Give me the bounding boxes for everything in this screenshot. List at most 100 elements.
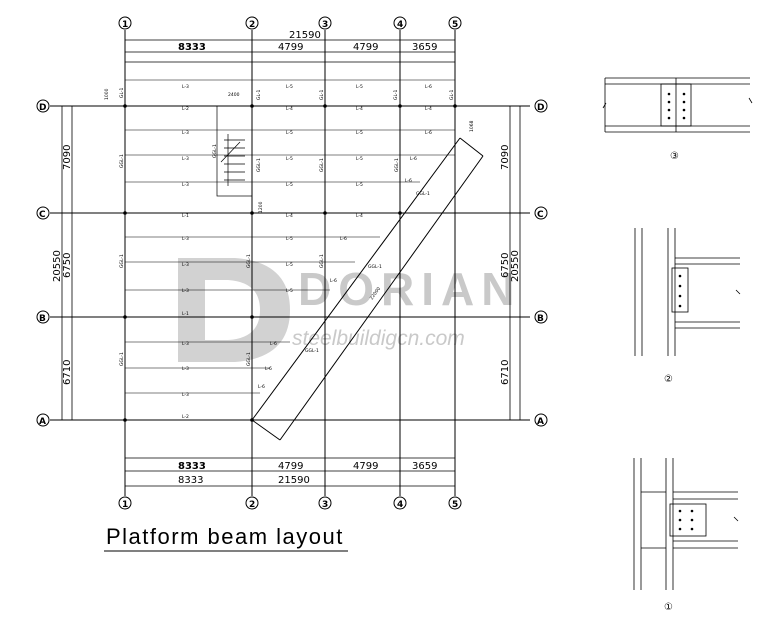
detail-3-beam-splice (602, 77, 753, 133)
beam-label: GGL-1 (119, 154, 125, 168)
axis-label-2-top: 2 (249, 20, 255, 30)
corner-dim: 1068 (469, 120, 475, 132)
beam-label: L-6 (270, 341, 277, 347)
beam-label: L-5 (356, 156, 363, 162)
beam-label: L-3 (182, 84, 189, 90)
axis-bubbles (36, 16, 548, 510)
detail-2-bolts (678, 274, 682, 308)
beam-label: L-6 (425, 130, 432, 136)
beam-label: L-2 (182, 106, 189, 112)
beam-label: L-6 (425, 84, 432, 90)
beam-label: GGL-1 (305, 348, 319, 354)
beam-label: GGL-1 (416, 191, 430, 197)
beam-label: GL-1 (256, 89, 262, 100)
drawing-title: Platform beam layout (106, 524, 344, 549)
axis-label-d-right: D (537, 103, 544, 113)
beam-label: L-4 (356, 213, 363, 219)
axis-label-3-top: 3 (322, 20, 328, 30)
beam-label: GL-1 (393, 89, 399, 100)
watermark-brand: DORIAN (298, 263, 521, 315)
beam-label: GL-1 (449, 89, 455, 100)
beam-label: L-3 (182, 366, 189, 372)
beam-label: GGL-1 (246, 352, 252, 366)
axis-label-b-left: B (39, 314, 46, 324)
top-left-dim: 1000 (104, 88, 110, 100)
right-dim-2: 6750 (500, 253, 511, 278)
beam-label: L-6 (265, 366, 272, 372)
axis-label-1-top: 1 (122, 20, 128, 30)
side-dimension-lines (61, 106, 521, 420)
bottom-dim-3: 4799 (353, 461, 378, 472)
beam-label: GGL-1 (319, 254, 325, 268)
beam-label: GGL-1 (212, 144, 218, 158)
beam-label: L-3 (182, 130, 189, 136)
bottom-dim-2: 4799 (278, 461, 303, 472)
horizontal-grid-lines (50, 105, 530, 421)
beam-label: L-1 (182, 213, 189, 219)
axis-label-4-bottom: 4 (397, 500, 403, 510)
stair-width-dim: 2400 (228, 92, 240, 98)
beam-label: L-6 (330, 278, 337, 284)
left-total-dim: 20550 (52, 250, 63, 282)
beam-label: GGL-1 (368, 264, 382, 270)
beam-label: L-5 (286, 236, 293, 242)
beam-label: GL-1 (119, 87, 125, 98)
beam-label: L-4 (286, 106, 293, 112)
beam-label: GGL-1 (394, 158, 400, 172)
secondary-beams (125, 79, 455, 394)
bottom-dim-1: 8333 (178, 461, 206, 472)
top-dim-4: 3659 (412, 42, 437, 53)
beam-label: L-2 (182, 414, 189, 420)
column-nodes (123, 104, 457, 422)
axis-label-d-left: D (39, 103, 46, 113)
left-dim-2: 6750 (62, 253, 73, 278)
detail-2-beam-column (634, 228, 741, 356)
beam-label: L-3 (182, 341, 189, 347)
axis-label-5-top: 5 (452, 20, 458, 30)
axis-label-b-right: B (537, 314, 544, 324)
beam-label: L-5 (286, 84, 293, 90)
detail-1-bolts (678, 509, 694, 531)
watermark-site: steelbuildigcn.com (292, 327, 465, 350)
beam-label: L-5 (356, 84, 363, 90)
beam-label: L-3 (182, 236, 189, 242)
bottom-dim-5: 8333 (178, 475, 203, 486)
beam-label: L-3 (182, 392, 189, 398)
beam-label: L-5 (286, 130, 293, 136)
axis-label-a-right: A (537, 417, 544, 427)
axis-label-1-bottom: 1 (122, 500, 128, 510)
beam-label: L-5 (286, 288, 293, 294)
detail-3-bolts (667, 92, 686, 120)
beam-label: GL-1 (319, 89, 325, 100)
detail-1-rigid-connection (633, 458, 739, 590)
axis-label-2-bottom: 2 (249, 500, 255, 510)
detail-3-label: ③ (670, 151, 679, 162)
beam-label: L-4 (356, 106, 363, 112)
beam-label: L-5 (286, 182, 293, 188)
top-dim-1: 8333 (178, 42, 206, 53)
bottom-dim-4: 3659 (412, 461, 437, 472)
beam-label: L-3 (182, 262, 189, 268)
right-dim-3: 6710 (500, 360, 511, 385)
beam-label: L-4 (286, 213, 293, 219)
watermark-logo (178, 258, 290, 362)
stair-opening (216, 105, 253, 197)
beam-label: GGL-1 (119, 352, 125, 366)
beam-label: L-5 (286, 262, 293, 268)
detail-1-label: ① (664, 602, 673, 613)
beam-label: L-6 (405, 178, 412, 184)
beam-label: L-5 (356, 182, 363, 188)
stair-landing-dim: 1200 (258, 201, 264, 213)
watermark: DORIAN steelbuildigcn.com (178, 258, 521, 362)
beam-label: L-1 (182, 311, 189, 317)
axis-label-4-top: 4 (397, 20, 403, 30)
beam-label: L-6 (340, 236, 347, 242)
beam-label: L-3 (182, 288, 189, 294)
axis-label-c-left: C (39, 210, 46, 220)
beam-label: L-6 (410, 156, 417, 162)
left-dim-3: 6710 (62, 360, 73, 385)
beam-label: GGL-1 (246, 254, 252, 268)
axis-label-c-right: C (537, 210, 544, 220)
